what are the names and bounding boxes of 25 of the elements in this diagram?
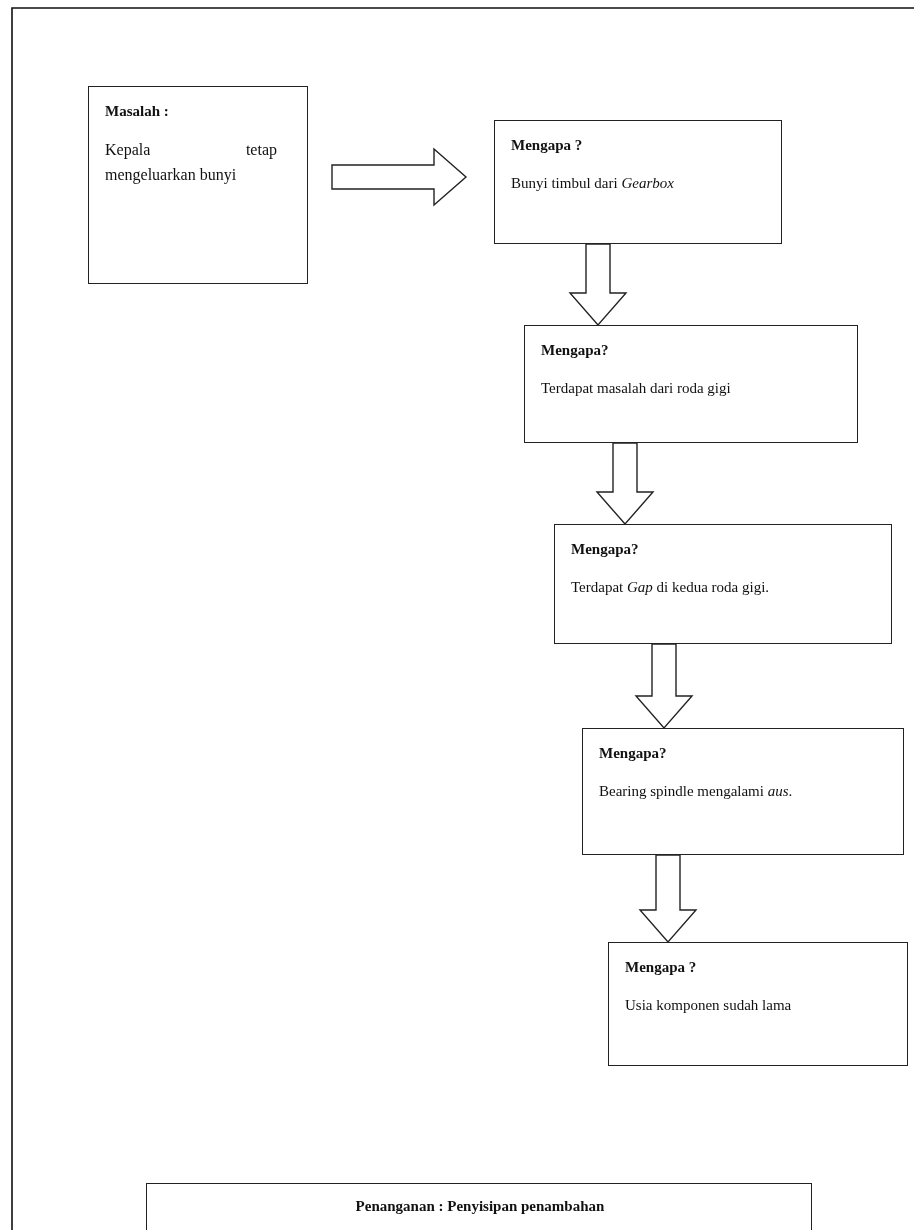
text-box: [608, 942, 908, 1066]
text-box: [88, 86, 308, 284]
box-heading: Mengapa ?: [625, 959, 698, 976]
block-arrow: [638, 854, 698, 944]
box-heading: Mengapa?: [571, 541, 640, 558]
box-text: Bearing spindle mengalami aus.: [599, 782, 794, 801]
block-arrow: [331, 147, 468, 207]
text-box: [582, 728, 904, 855]
text-box: [494, 120, 782, 244]
box-text: Bunyi timbul dari Gearbox: [511, 174, 675, 193]
block-arrow: [568, 243, 628, 327]
box-text: Kepala tetap mengeluarkan bunyi: [105, 140, 277, 186]
box-heading: Mengapa?: [541, 342, 610, 359]
text-box: [554, 524, 892, 644]
box-text: Terdapat masalah dari roda gigi: [541, 379, 732, 398]
box-heading: Mengapa ?: [511, 137, 584, 154]
box-heading: Mengapa?: [599, 745, 668, 762]
text-box: [146, 1183, 812, 1230]
block-arrow: [595, 442, 655, 526]
box-text: Usia komponen sudah lama: [625, 996, 793, 1015]
block-arrow: [634, 643, 694, 730]
box-text: Terdapat Gap di kedua roda gigi.: [571, 578, 771, 597]
box-heading: Masalah :: [105, 103, 170, 120]
solution-text: Penanganan : Penyisipan penambahan: [354, 1198, 606, 1215]
text-box: [524, 325, 858, 443]
